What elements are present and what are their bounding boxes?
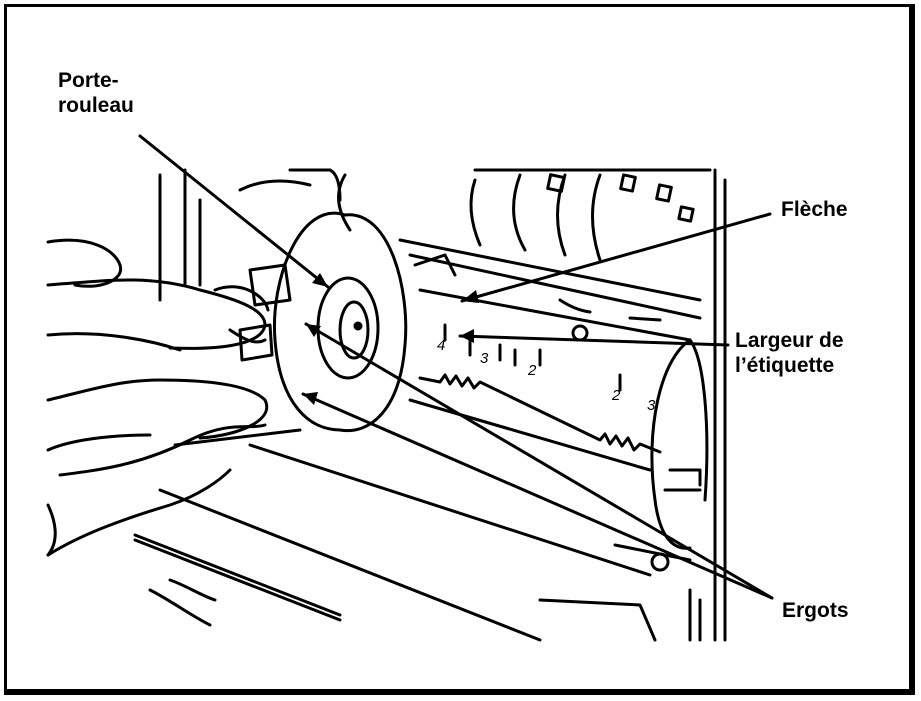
label-porte-rouleau: Porte- rouleau bbox=[58, 68, 134, 118]
label-largeur-line2: l’étiquette bbox=[735, 354, 835, 377]
label-largeur-etiquette: Largeur de l’étiquette bbox=[735, 328, 844, 378]
upper-rollers bbox=[337, 168, 712, 262]
label-largeur-line1: Largeur de bbox=[735, 329, 844, 352]
scale-mark-3a: 3 bbox=[480, 350, 489, 367]
label-porte-rouleau-line2: rouleau bbox=[58, 94, 134, 117]
label-fleche: Flèche bbox=[781, 198, 848, 221]
arrowheads bbox=[303, 273, 479, 405]
leader-lines bbox=[138, 134, 774, 600]
hand bbox=[46, 238, 270, 557]
diagram-frame bbox=[4, 4, 915, 695]
label-ergots: Ergots bbox=[782, 599, 849, 622]
side-roller bbox=[650, 338, 709, 550]
serrated-edge bbox=[408, 373, 662, 472]
scale-mark-2a: 2 bbox=[527, 362, 537, 379]
printer-base bbox=[133, 428, 692, 642]
platen-guide bbox=[398, 238, 702, 342]
scale-mark-3b: 3 bbox=[647, 397, 656, 414]
label-porte-rouleau-line1: Porte- bbox=[58, 69, 119, 92]
label-width-scale bbox=[443, 323, 622, 392]
scale-mark-2b: 2 bbox=[611, 387, 621, 404]
printer-housing bbox=[158, 168, 727, 642]
scale-mark-4: 4 bbox=[437, 337, 445, 354]
